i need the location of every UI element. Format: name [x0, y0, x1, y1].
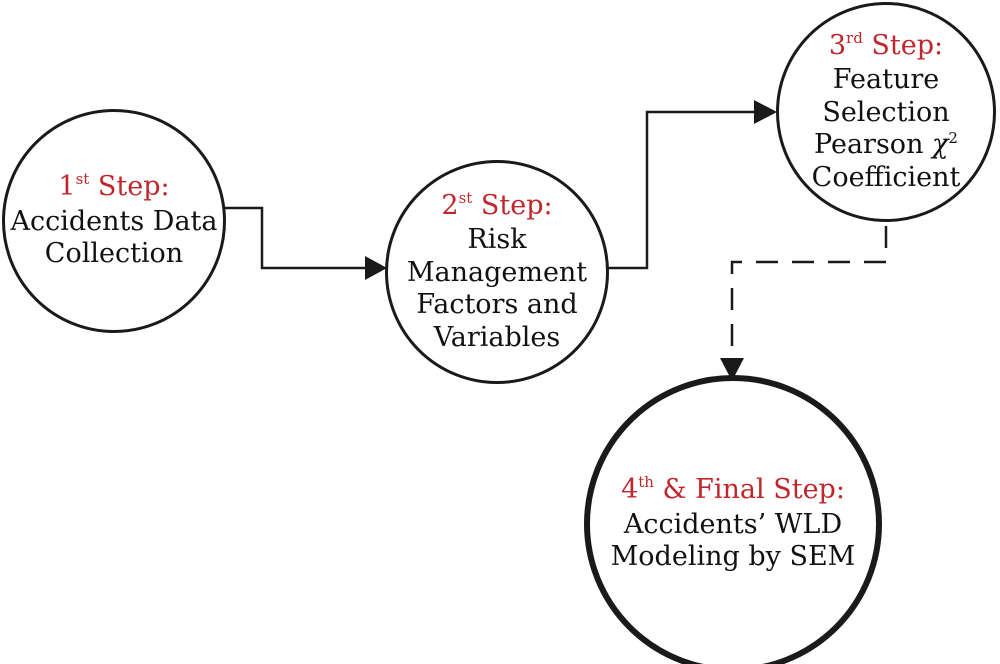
- connector-step3-to-step4: [730, 226, 888, 362]
- step4-ordinal-suffix: th: [638, 473, 654, 492]
- arrowhead-step3: [754, 100, 777, 124]
- step4-title-text: & Final Step:: [653, 474, 845, 506]
- step1-node: 1st Step: Accidents Data Collection: [2, 109, 226, 333]
- step2-line: Factors and: [416, 289, 578, 321]
- step3-node: 3rd Step: Feature Selection Pearson χ2 C…: [776, 2, 996, 222]
- chi-square-symbol: χ2: [932, 129, 958, 160]
- step1-line: Collection: [44, 238, 184, 270]
- step1-line: Accidents Data: [10, 205, 218, 237]
- step3-line: Feature: [832, 64, 940, 96]
- step4-ordinal: 4: [621, 474, 639, 506]
- step1-title-text: Step:: [89, 171, 170, 203]
- step4-line: Modeling by SEM: [610, 541, 856, 573]
- step3-pearson-text: Pearson: [814, 129, 933, 161]
- step2-ordinal-suffix: st: [458, 189, 473, 208]
- step1-ordinal: 1: [58, 171, 76, 203]
- step3-line: Coefficient: [811, 161, 961, 193]
- step2-ordinal: 2: [441, 190, 459, 222]
- step2-node: 2st Step: Risk Management Factors and Va…: [385, 160, 609, 384]
- step3-ordinal-suffix: rd: [846, 29, 863, 48]
- chi-exponent: 2: [948, 129, 958, 148]
- chi-letter: χ: [932, 129, 949, 161]
- step4-line: Accidents’ WLD: [623, 508, 843, 540]
- step4-node: 4th & Final Step: Accidents’ WLD Modelin…: [584, 375, 882, 664]
- step2-title-text: Step:: [472, 190, 553, 222]
- arrowhead-step4: [720, 358, 744, 381]
- step1-title: 1st Step:: [58, 170, 170, 203]
- step1-ordinal-suffix: st: [75, 170, 90, 189]
- step3-line: Selection: [822, 96, 950, 128]
- step3-title: 3rd Step:: [828, 29, 944, 62]
- step4-title: 4th & Final Step:: [621, 473, 845, 506]
- step2-line: Management: [406, 256, 588, 288]
- connector-step2-to-step3: [607, 110, 756, 270]
- step2-title: 2st Step:: [441, 189, 553, 222]
- connector-step1-to-step2: [224, 206, 385, 270]
- step2-line: Variables: [433, 321, 561, 353]
- step3-title-text: Step:: [862, 30, 944, 62]
- step2-line: Risk: [467, 224, 527, 256]
- step3-pearson-line: Pearson χ2: [814, 129, 958, 161]
- step3-ordinal: 3: [828, 30, 847, 62]
- arrowhead-step2: [365, 256, 387, 280]
